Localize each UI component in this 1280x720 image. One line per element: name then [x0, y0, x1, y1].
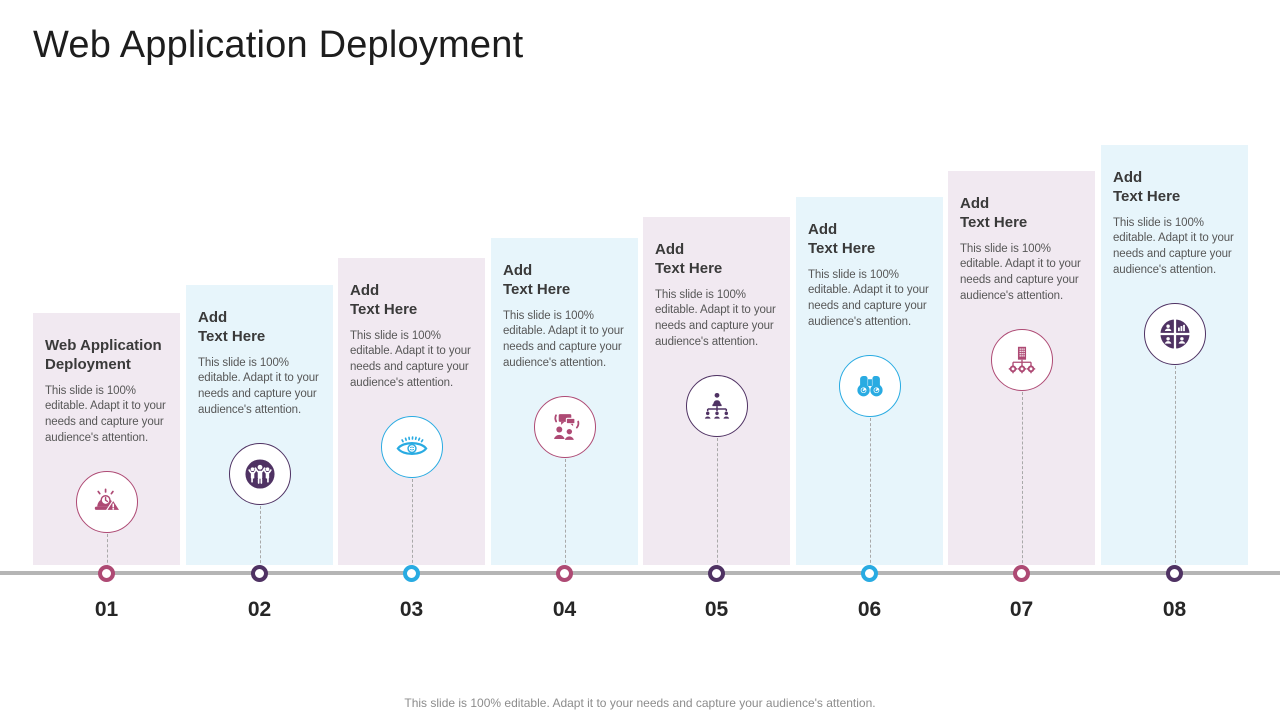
timeline-dot [1013, 565, 1030, 582]
step-heading-line1: Add [960, 195, 990, 212]
step-heading-line2: Text Here [960, 213, 1028, 231]
step-heading-line1: Add [655, 241, 685, 258]
connector-dashed-line [106, 534, 108, 573]
timeline-dot [556, 565, 573, 582]
hierarchy-icon [699, 388, 735, 424]
step-icon-circle [838, 355, 901, 417]
step-heading-line1: Add [503, 262, 533, 279]
step-number: 07 [1009, 598, 1034, 621]
step-icon-circle [75, 471, 138, 533]
step-icon-circle [1143, 303, 1206, 365]
timeline-dot [1166, 565, 1183, 582]
step-card-body: This slide is 100% editable. Adapt it to… [655, 288, 776, 349]
step-number: 02 [247, 598, 272, 621]
step-icon-circle [685, 375, 748, 437]
organization-icon [1004, 342, 1040, 378]
connector-dashed-line [869, 418, 871, 573]
step-heading-line2: Text Here [808, 239, 876, 257]
step-card-body: This slide is 100% editable. Adapt it to… [198, 356, 319, 417]
timeline-dot [98, 565, 115, 582]
discussion-icon [547, 409, 583, 445]
step-icon-circle [228, 443, 291, 505]
step-number: 05 [704, 598, 729, 621]
connector-dashed-line [411, 479, 413, 573]
step-icon-circle [990, 329, 1053, 391]
step-number: 03 [399, 598, 424, 621]
step-card-body: This slide is 100% editable. Adapt it to… [1113, 216, 1234, 277]
step-heading-line2: Text Here [350, 300, 418, 318]
step-heading-line2: Text Here [655, 259, 723, 277]
step-heading-line1: Add [350, 282, 380, 299]
step-heading-line1: Add [808, 221, 838, 238]
step-icon-circle [533, 396, 596, 458]
connector-dashed-line [259, 506, 261, 573]
step-number: 08 [1162, 598, 1187, 621]
step-number: 01 [94, 598, 119, 621]
step-number: 06 [857, 598, 882, 621]
connector-dashed-line [1174, 366, 1176, 573]
step-icon-circle [380, 416, 443, 478]
step-card-body: This slide is 100% editable. Adapt it to… [45, 384, 166, 445]
timeline-dot [708, 565, 725, 582]
connector-dashed-line [564, 459, 566, 573]
binoculars-icon [852, 368, 888, 404]
connector-dashed-line [716, 438, 718, 573]
timeline-dot [861, 565, 878, 582]
step-heading-line1: Add [1113, 169, 1143, 186]
step-heading-line2: Deployment [45, 355, 131, 373]
alarm-alert-icon [90, 485, 124, 519]
step-heading-line2: Text Here [503, 280, 571, 298]
footer-note: This slide is 100% editable. Adapt it to… [404, 696, 876, 710]
people-analytics-icon [1157, 316, 1193, 352]
step-card-body: This slide is 100% editable. Adapt it to… [503, 309, 624, 370]
step-card-body: This slide is 100% editable. Adapt it to… [350, 329, 471, 390]
step-heading-line1: Web Application [45, 337, 162, 354]
team-icon [242, 456, 278, 492]
timeline-dot [251, 565, 268, 582]
step-card-body: This slide is 100% editable. Adapt it to… [808, 268, 929, 329]
timeline-line [0, 571, 1280, 575]
step-number: 04 [552, 598, 577, 621]
connector-dashed-line [1021, 392, 1023, 573]
step-heading-line2: Text Here [1113, 187, 1181, 205]
vision-eye-icon [394, 429, 430, 465]
slide-title: Web Application Deployment [33, 24, 524, 66]
step-heading-line2: Text Here [198, 327, 266, 345]
step-heading-line1: Add [198, 309, 228, 326]
timeline-dot [403, 565, 420, 582]
step-card-body: This slide is 100% editable. Adapt it to… [960, 242, 1081, 303]
